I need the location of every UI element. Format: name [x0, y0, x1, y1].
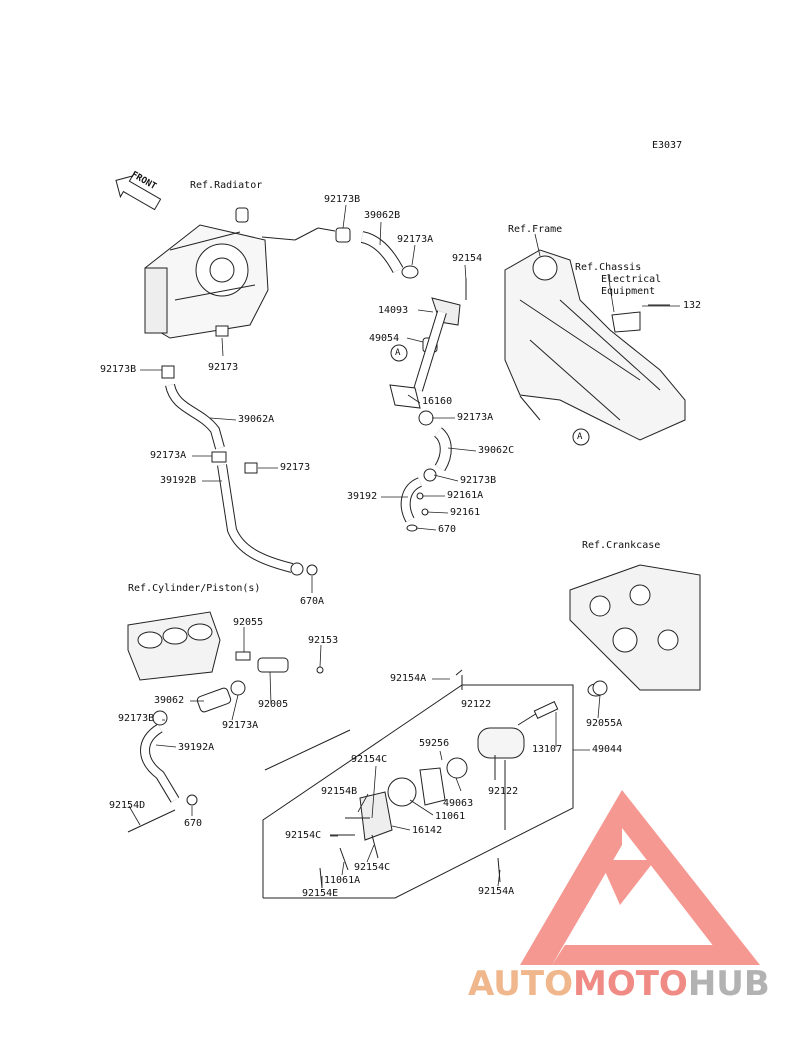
crankcase — [569, 564, 701, 697]
ref-chassis-line3: Equipment — [601, 286, 656, 297]
part-label: 670 — [438, 524, 457, 535]
watermark-logo — [520, 790, 760, 965]
part-label: 92173A — [150, 450, 187, 461]
part-label: 39192A — [178, 742, 215, 753]
part-label: 49063 — [443, 798, 474, 809]
part-label: 92173 — [280, 462, 311, 473]
part-label: 39062A — [238, 414, 275, 425]
part-label: 92173B — [100, 364, 137, 375]
part-label: 92173A — [397, 234, 434, 245]
part-label: 92153 — [308, 635, 339, 646]
leader-lines — [128, 204, 680, 888]
part-label: 92173B — [324, 194, 361, 205]
part-label: 14093 — [378, 305, 409, 316]
part-label: 92173B — [460, 475, 497, 486]
ref-chassis-line1: Ref.Chassis — [575, 262, 642, 273]
ref-radiator: Ref.Radiator — [190, 180, 263, 191]
part-label: 92154A — [478, 886, 515, 897]
part-label: 92055A — [586, 718, 623, 729]
brand-part-moto: MOTO — [572, 964, 688, 1004]
part-label: 92154C — [351, 754, 388, 765]
part-label: 92161 — [450, 507, 481, 518]
cylinder-block — [127, 611, 324, 833]
part-label: 92122 — [488, 786, 519, 797]
part-label: 670A — [300, 596, 325, 607]
part-label: 39062C — [478, 445, 515, 456]
ref-frame: Ref.Frame — [508, 224, 563, 235]
callout-a2-label: A — [577, 432, 583, 442]
ref-chassis-line2: Electrical — [601, 274, 662, 285]
part-label: 16142 — [412, 825, 443, 836]
part-label: 39192B — [160, 475, 197, 486]
part-label: 92122 — [461, 699, 492, 710]
brand-part-hub: HUB — [687, 964, 770, 1004]
ref-cylinder: Ref.Cylinder/Piston(s) — [128, 583, 261, 594]
part-label: 13107 — [532, 744, 563, 755]
radiator-assembly — [144, 207, 336, 339]
part-label: 92154 — [452, 253, 483, 264]
part-label: 92154D — [109, 800, 146, 811]
part-label: 39192 — [347, 491, 378, 502]
part-label: 92154E — [302, 888, 339, 899]
part-label: 92154A — [390, 673, 427, 684]
part-label: 39062 — [154, 695, 185, 706]
part-label: 92161A — [447, 490, 484, 501]
part-label: 92173B — [118, 713, 155, 724]
watermark-brand: AUTOMOTOHUB — [468, 964, 770, 1004]
ref-crankcase: Ref.Crankcase — [582, 540, 661, 551]
part-label: 92005 — [258, 699, 289, 710]
part-label: 92173 — [208, 362, 239, 373]
part-label: 16160 — [422, 396, 453, 407]
part-label: 132 — [683, 300, 702, 311]
callout-a1-label: A — [395, 348, 401, 358]
part-label: 92154C — [354, 862, 391, 873]
part-label: 92154B — [321, 786, 358, 797]
part-label: 59256 — [419, 738, 450, 749]
frame — [504, 249, 686, 441]
diagram-code: E3037 — [652, 140, 683, 151]
part-label: 670 — [184, 818, 203, 829]
brand-part-auto: AUTO — [468, 964, 573, 1004]
water-pump-group — [262, 669, 608, 899]
callout-circle-a2 — [572, 428, 590, 446]
part-label: 11061 — [435, 811, 466, 822]
hose-left — [161, 365, 318, 576]
part-label: 92055 — [233, 617, 264, 628]
part-label: 49044 — [592, 744, 623, 755]
callout-circle-a1 — [390, 344, 408, 362]
part-label: 39062B — [364, 210, 401, 221]
part-label: 92154C — [285, 830, 322, 841]
part-label: 92173A — [457, 412, 494, 423]
part-label: 11061A — [324, 875, 361, 886]
hose-center — [335, 227, 467, 532]
part-label: 92173A — [222, 720, 259, 731]
part-label: 49054 — [369, 333, 400, 344]
front-arrow — [115, 175, 162, 211]
